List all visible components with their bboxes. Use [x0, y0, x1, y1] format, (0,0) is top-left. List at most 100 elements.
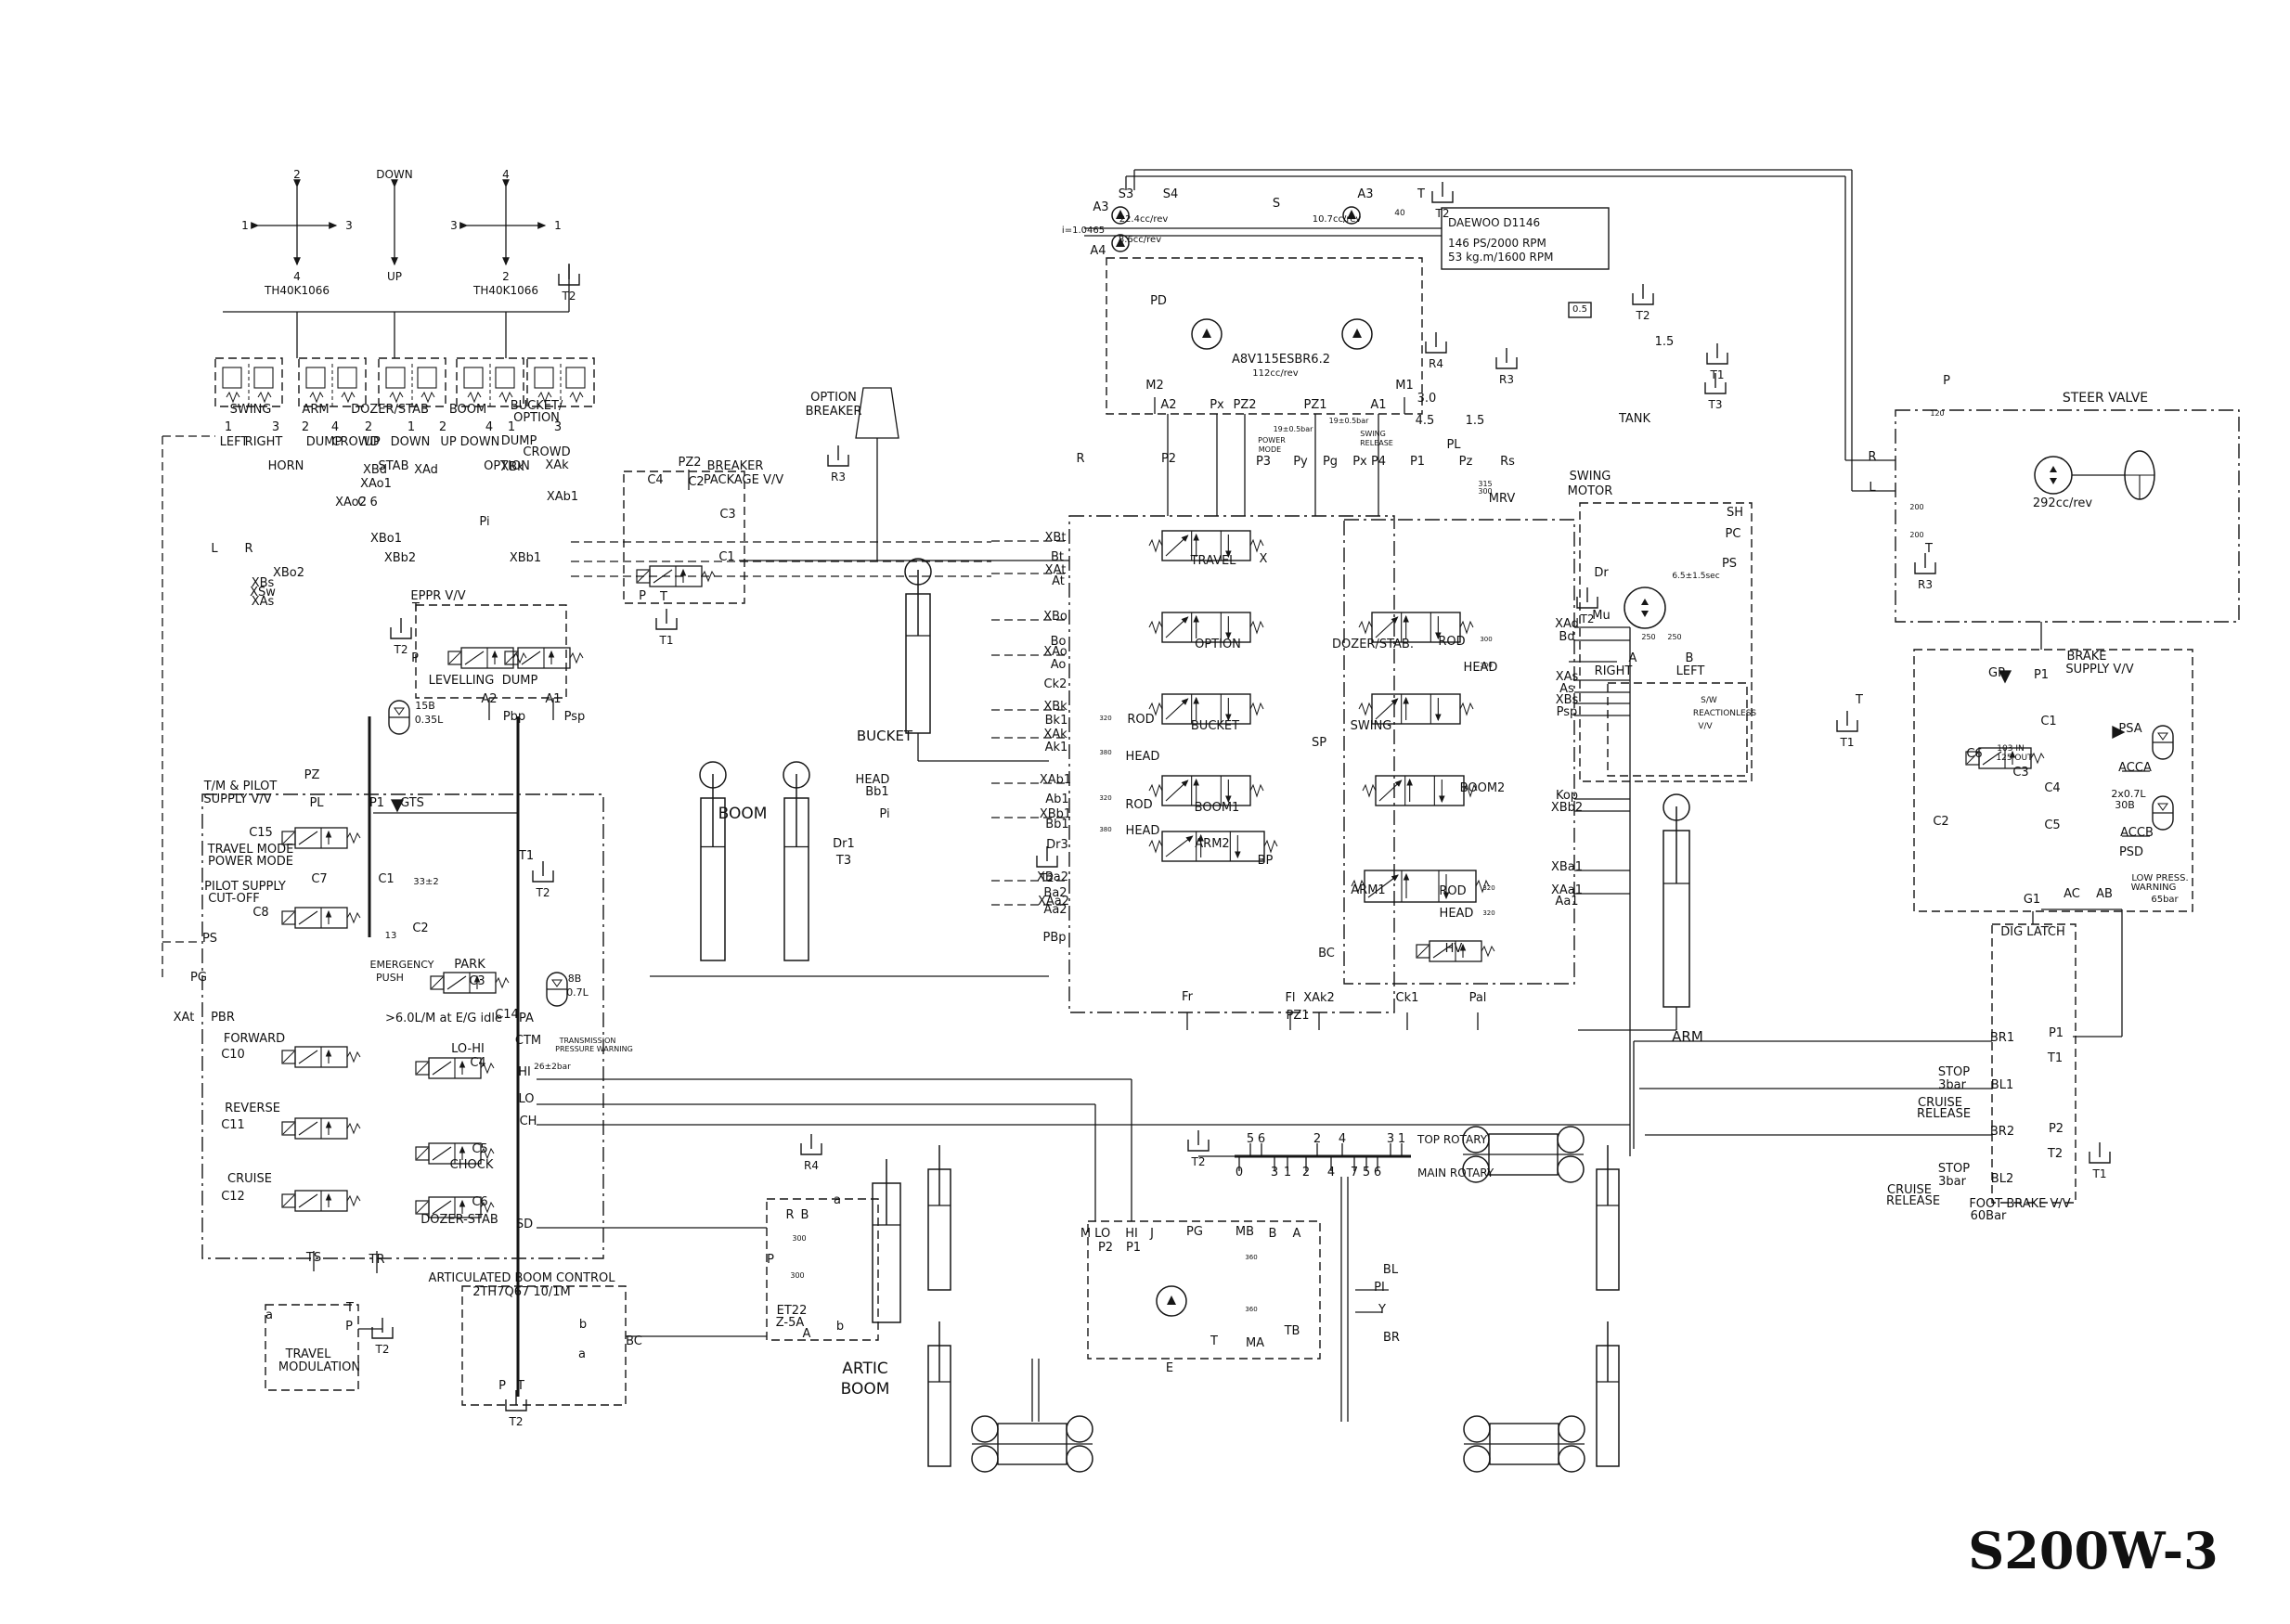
- label: XBs: [1556, 693, 1579, 707]
- label: BL: [1383, 1263, 1399, 1277]
- label: SP: [1312, 736, 1326, 750]
- spring-icon: [1249, 783, 1264, 798]
- label: C15: [249, 826, 273, 840]
- motor-triangle-icon: [2050, 478, 2057, 484]
- symbol-poly: [390, 799, 405, 813]
- solenoid-coil-icon: [637, 570, 650, 583]
- label: CRUISE: [227, 1172, 272, 1186]
- label: G1: [2024, 893, 2040, 907]
- label: T2: [1191, 1155, 1206, 1168]
- label: RIGHT: [245, 435, 283, 449]
- label: i=1.0465: [1062, 226, 1105, 236]
- label: 26±2bar: [534, 1063, 571, 1072]
- pump-triangle-icon: [1116, 238, 1125, 247]
- label: T2: [536, 886, 550, 899]
- label: 4: [1339, 1132, 1346, 1146]
- label: PUSH: [376, 972, 404, 984]
- pilot-reducing-valve: [565, 367, 586, 389]
- label: 380: [1099, 749, 1111, 756]
- label: T2: [2047, 1147, 2063, 1161]
- label: 125 OUT: [1996, 754, 2033, 763]
- label: 3bar: [1938, 1175, 1966, 1189]
- spool-arrow: [1165, 535, 1189, 557]
- label: T3: [835, 854, 851, 868]
- label: 60Bar: [1971, 1209, 2007, 1223]
- label: T/M & PILOT: [203, 780, 278, 793]
- tank-symbol: [1836, 720, 1858, 732]
- label: T1: [2047, 1051, 2063, 1065]
- label: REVERSE: [225, 1102, 280, 1115]
- label: 30B: [2115, 799, 2135, 811]
- label: POWER: [1258, 436, 1286, 445]
- label: 4: [331, 420, 339, 434]
- label: Mu: [1592, 609, 1610, 623]
- label: EMERGENCY: [370, 959, 434, 971]
- label: SD: [516, 1218, 533, 1231]
- label: BOOM2: [1460, 781, 1506, 795]
- spring-icon: [2030, 752, 2045, 765]
- label: TRANSMISSION: [559, 1037, 616, 1045]
- wheel-icon: [1462, 1126, 1490, 1154]
- label: XAt: [1045, 563, 1067, 577]
- label: A3: [1093, 200, 1108, 214]
- label: TH40K1066: [264, 284, 330, 297]
- label: Aa2: [1043, 903, 1067, 917]
- label: Ba2: [1043, 886, 1067, 900]
- spring-icon: [480, 1062, 495, 1075]
- label: T2: [1580, 612, 1595, 625]
- solenoid-valve: [1432, 944, 1453, 959]
- label: DAEWOO D1146: [1448, 216, 1540, 229]
- label: XBk: [1043, 700, 1067, 714]
- spring-icon: [1249, 538, 1264, 553]
- label: Fl: [1285, 991, 1295, 1005]
- wheel-icon: [1463, 1445, 1491, 1473]
- label: Ck1: [1396, 991, 1419, 1005]
- label: S/W: [1701, 696, 1717, 705]
- solenoid-valve: [298, 1193, 318, 1208]
- pump-triangle-icon: [1352, 329, 1362, 338]
- label: STOP: [1938, 1162, 1970, 1176]
- wheel-icon: [971, 1445, 999, 1473]
- solenoid-coil-icon: [416, 1201, 429, 1214]
- label: MODULATION: [278, 1360, 360, 1374]
- solenoid-coil-icon: [505, 651, 518, 664]
- label: STAB: [379, 459, 409, 473]
- label: 1: [508, 420, 515, 434]
- label: PD: [1150, 294, 1167, 308]
- label: 360: [1245, 1254, 1257, 1261]
- solenoid-valve: [1982, 751, 2002, 766]
- pilot-reducing-valve: [337, 367, 357, 389]
- label: 292cc/rev: [2033, 496, 2093, 510]
- label: LO-HI: [451, 1042, 485, 1056]
- label: Pbp: [503, 710, 525, 724]
- label: T1: [1840, 736, 1855, 749]
- label: T: [1924, 542, 1933, 556]
- label: C14: [495, 1008, 519, 1022]
- label: a: [265, 1308, 273, 1322]
- tank-symbol: [1187, 1140, 1210, 1152]
- label: A2: [481, 692, 497, 706]
- label: FOOT BRAKE V/V: [1969, 1197, 2070, 1211]
- label: 2: [502, 270, 510, 283]
- label: 5: [1363, 1166, 1370, 1179]
- label: XAs: [1556, 670, 1579, 684]
- label: T2: [1636, 309, 1650, 322]
- wheel-icon: [971, 1415, 999, 1443]
- label: Bt: [1051, 550, 1064, 564]
- label: 1: [554, 219, 562, 232]
- tank-symbol: [1036, 856, 1058, 868]
- label: HEAD: [1464, 661, 1498, 675]
- label: Ao: [1051, 658, 1067, 672]
- spring-icon: [569, 651, 584, 664]
- spring-icon: [1475, 879, 1490, 894]
- pilot-reducing-valve: [222, 367, 242, 389]
- label: 8.6cc/rev: [1119, 235, 1161, 245]
- label: MOTOR: [1568, 484, 1613, 498]
- spring-icon: [226, 391, 240, 404]
- wheel-icon: [1557, 1126, 1585, 1154]
- label: C12: [221, 1190, 245, 1204]
- label: 40: [1394, 209, 1405, 218]
- label: P2: [1098, 1241, 1113, 1255]
- label: DUMP: [501, 434, 537, 448]
